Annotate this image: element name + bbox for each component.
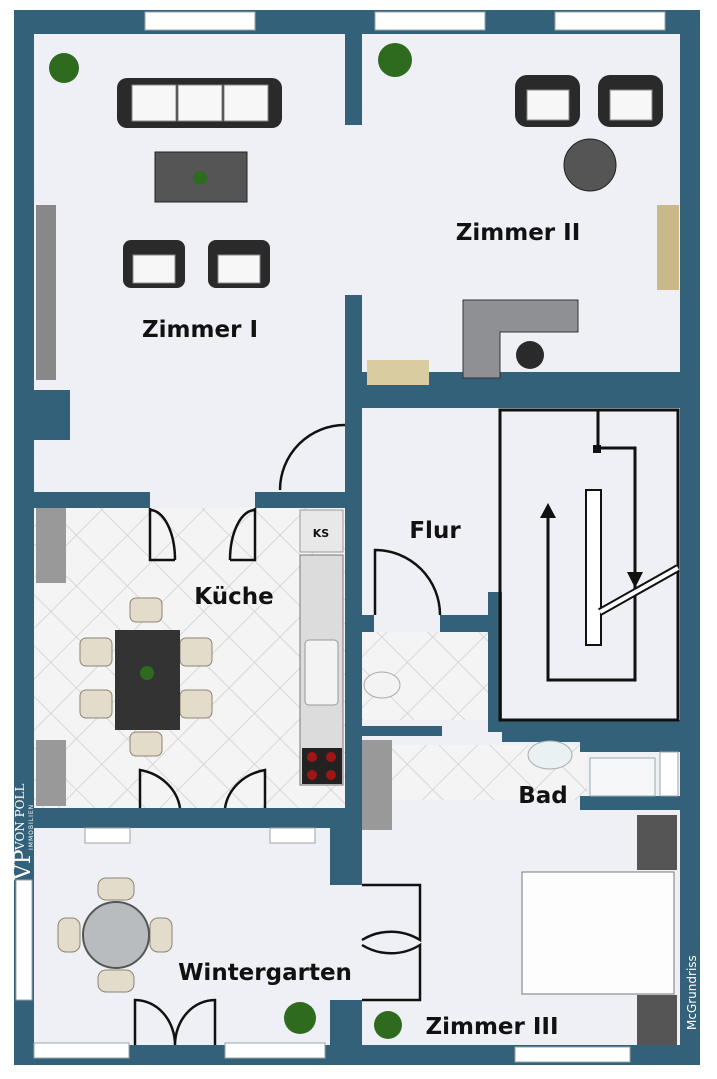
- round-table: [563, 138, 617, 192]
- office-chair: [516, 341, 544, 369]
- round-table: [82, 901, 150, 969]
- room-label-bad: Bad: [518, 783, 568, 809]
- room-label-kueche: Küche: [194, 584, 273, 610]
- plant-icon: [284, 1002, 316, 1034]
- cabinet: [36, 508, 66, 583]
- fridge-label: KS: [313, 527, 330, 540]
- room-label-wintergarten: Wintergarten: [178, 960, 352, 986]
- stair-arrow-down-icon: [627, 572, 643, 588]
- stair-arrow-up-icon: [540, 503, 556, 518]
- room-label-flur: Flur: [409, 518, 461, 544]
- sink: [304, 639, 339, 706]
- washbasin: [527, 740, 573, 770]
- nightstand: [637, 995, 677, 1045]
- cabinet: [36, 740, 66, 806]
- armchair: [515, 75, 663, 127]
- svg-text:IMMOBILIEN: IMMOBILIEN: [28, 804, 35, 850]
- staircase: [498, 408, 680, 722]
- dining-chairs: [79, 597, 213, 757]
- cooktop: [302, 748, 342, 784]
- sofa: [117, 78, 282, 128]
- bookshelf: [657, 205, 679, 290]
- room-label-zimmer-3: Zimmer III: [425, 1014, 558, 1040]
- von-poll-logo: VP VON POLL IMMOBILIEN: [11, 784, 36, 881]
- shower: [589, 757, 656, 797]
- fridge: [299, 509, 344, 553]
- plant-icon: [374, 1011, 402, 1039]
- toilet: [363, 671, 401, 699]
- windows: [15, 11, 679, 1063]
- desk: [462, 299, 579, 379]
- plant-icon: [193, 171, 207, 185]
- cabinet: [362, 740, 392, 830]
- doors: [133, 423, 442, 1046]
- armchair: [123, 240, 270, 288]
- plant-icon: [378, 43, 412, 77]
- svg-text:VP: VP: [11, 849, 36, 881]
- walls: [14, 10, 700, 1065]
- dining-chairs: [57, 877, 173, 993]
- sideboard: [367, 360, 429, 385]
- plant-icon: [49, 53, 79, 83]
- tv-cabinet: [36, 205, 56, 380]
- room-label-zimmer-1: Zimmer I: [142, 317, 258, 343]
- plant-icon: [140, 666, 154, 680]
- room-label-zimmer-2: Zimmer II: [456, 220, 581, 246]
- credit-text: McGrundriss: [685, 955, 699, 1030]
- bed: [521, 871, 675, 995]
- dining-table: [115, 630, 180, 730]
- svg-text:VON POLL: VON POLL: [13, 784, 27, 851]
- nightstand: [637, 815, 677, 870]
